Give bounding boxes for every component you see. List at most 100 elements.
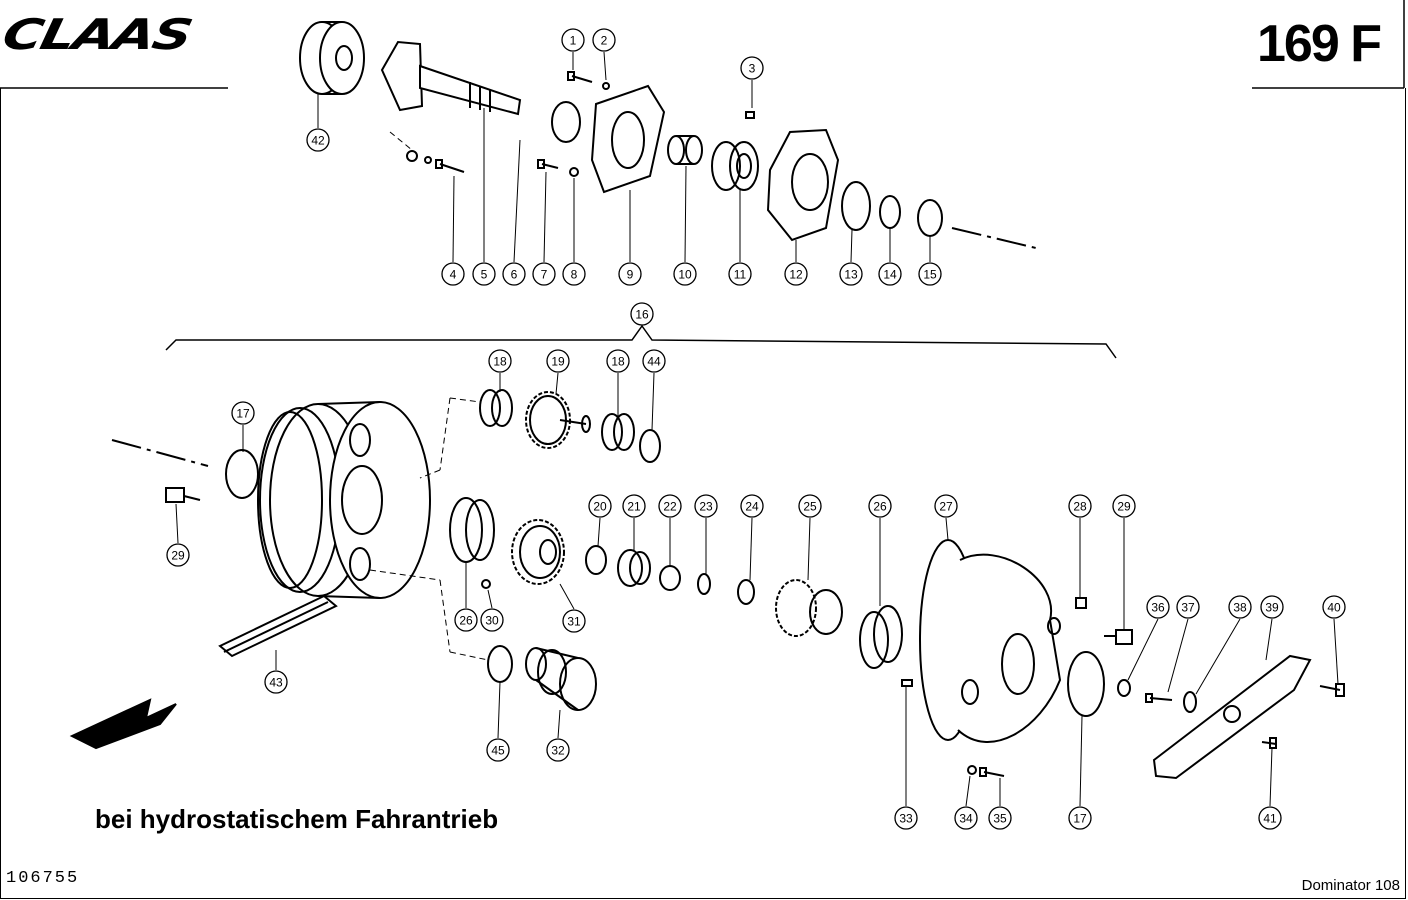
- callout-label: 29: [171, 549, 185, 563]
- bearing-part-11: [711, 141, 759, 191]
- ring-part-13: [841, 181, 871, 231]
- callout-label: 9: [627, 268, 634, 282]
- nut-part-4c: [406, 150, 418, 162]
- callout-label: 29: [1117, 500, 1131, 514]
- callout-40: 40: [1322, 595, 1346, 619]
- callout-15: 15: [918, 262, 942, 286]
- callout-28: 28: [1068, 494, 1092, 518]
- callout-38: 38: [1228, 595, 1252, 619]
- callout-label: 21: [627, 500, 641, 514]
- callout-circle: [1258, 806, 1282, 830]
- callout-30: 30: [480, 608, 504, 632]
- callout-label: 10: [678, 268, 692, 282]
- callout-label: 5: [481, 268, 488, 282]
- callout-circle: [694, 494, 718, 518]
- page-frame: [0, 88, 1406, 899]
- callout-39: 39: [1260, 595, 1284, 619]
- callout-circle: [954, 806, 978, 830]
- callout-label: 8: [571, 268, 578, 282]
- callout-2: 2: [592, 28, 616, 52]
- callout-5: 5: [472, 262, 496, 286]
- drive-caption: bei hydrostatischem Fahrantrieb: [95, 804, 499, 834]
- callout-label: 42: [311, 134, 325, 148]
- callout-label: 38: [1233, 601, 1247, 615]
- callout-circle: [1146, 595, 1170, 619]
- bolt-part-1: [567, 71, 593, 83]
- callout-label: 28: [1073, 500, 1087, 514]
- hub-part-42: [299, 21, 365, 95]
- callout-4: 4: [441, 262, 465, 286]
- callout-label: 1: [570, 34, 577, 48]
- callout-17: 17: [1068, 806, 1092, 830]
- bracket-part-39: [1152, 654, 1312, 780]
- callout-circle: [562, 262, 586, 286]
- callout-21: 21: [622, 494, 646, 518]
- callout-label: 39: [1265, 601, 1279, 615]
- callout-circle: [166, 543, 190, 567]
- bushing-part-10: [667, 135, 703, 165]
- leader-lines: [175, 51, 1339, 807]
- bearing-part-26-right: [859, 605, 903, 669]
- callout-29: 29: [166, 543, 190, 567]
- callout-circle: [472, 262, 496, 286]
- callout-label: 26: [459, 614, 473, 628]
- callout-8: 8: [562, 262, 586, 286]
- callout-36: 36: [1146, 595, 1170, 619]
- pulley-main: [257, 401, 431, 599]
- callout-7: 7: [532, 262, 556, 286]
- pin-part-33: [901, 679, 913, 687]
- callout-label: 35: [993, 812, 1007, 826]
- callout-circle: [1260, 595, 1284, 619]
- ring-part-17-left: [225, 449, 259, 499]
- callout-label: 44: [647, 355, 661, 369]
- callout-circle: [1112, 494, 1136, 518]
- callout-42: 42: [306, 128, 330, 152]
- washer-part-8: [569, 167, 579, 177]
- callout-label: 12: [789, 268, 803, 282]
- callout-label: 27: [939, 500, 953, 514]
- callout-45: 45: [486, 738, 510, 762]
- callout-label: 36: [1151, 601, 1165, 615]
- callout-label: 43: [269, 676, 283, 690]
- bearing-part-26-left: [449, 497, 495, 563]
- drawing-number: 106755: [6, 869, 80, 888]
- callout-34: 34: [954, 806, 978, 830]
- callout-29: 29: [1112, 494, 1136, 518]
- axis-line-left: [111, 439, 209, 467]
- flange-part-12: [766, 128, 840, 242]
- callout-circle: [592, 28, 616, 52]
- callout-label: 34: [959, 812, 973, 826]
- callout-circle: [878, 262, 902, 286]
- callout-circle: [441, 262, 465, 286]
- callout-label: 16: [635, 308, 649, 322]
- ring-part-20: [585, 545, 607, 575]
- plug-part-29-right: [1104, 629, 1133, 645]
- callout-label: 31: [567, 615, 581, 629]
- bolt-part-37: [1145, 693, 1173, 703]
- callout-label: 23: [699, 500, 713, 514]
- bolt-part-35: [979, 767, 1005, 777]
- callout-circle: [502, 262, 526, 286]
- callout-label: 45: [491, 744, 505, 758]
- washer-part-36: [1117, 679, 1131, 697]
- callout-circle: [1322, 595, 1346, 619]
- callout-label: 17: [1073, 812, 1087, 826]
- callout-circle: [784, 262, 808, 286]
- callout-circle: [1228, 595, 1252, 619]
- belt-part-43: [218, 594, 338, 658]
- callout-33: 33: [894, 806, 918, 830]
- callout-13: 13: [839, 262, 863, 286]
- assembly-lines: [369, 131, 489, 661]
- callout-44: 44: [642, 349, 666, 373]
- callout-label: 20: [593, 500, 607, 514]
- callout-label: 6: [511, 268, 518, 282]
- callout-11: 11: [728, 262, 752, 286]
- gear-part-31: [511, 519, 565, 585]
- ring-part-17-right: [1067, 651, 1105, 717]
- callout-label: 17: [236, 407, 250, 421]
- callout-circle: [642, 349, 666, 373]
- callout-label: 41: [1263, 812, 1277, 826]
- callout-3: 3: [740, 56, 764, 80]
- callout-27: 27: [934, 494, 958, 518]
- callout-label: 18: [611, 355, 625, 369]
